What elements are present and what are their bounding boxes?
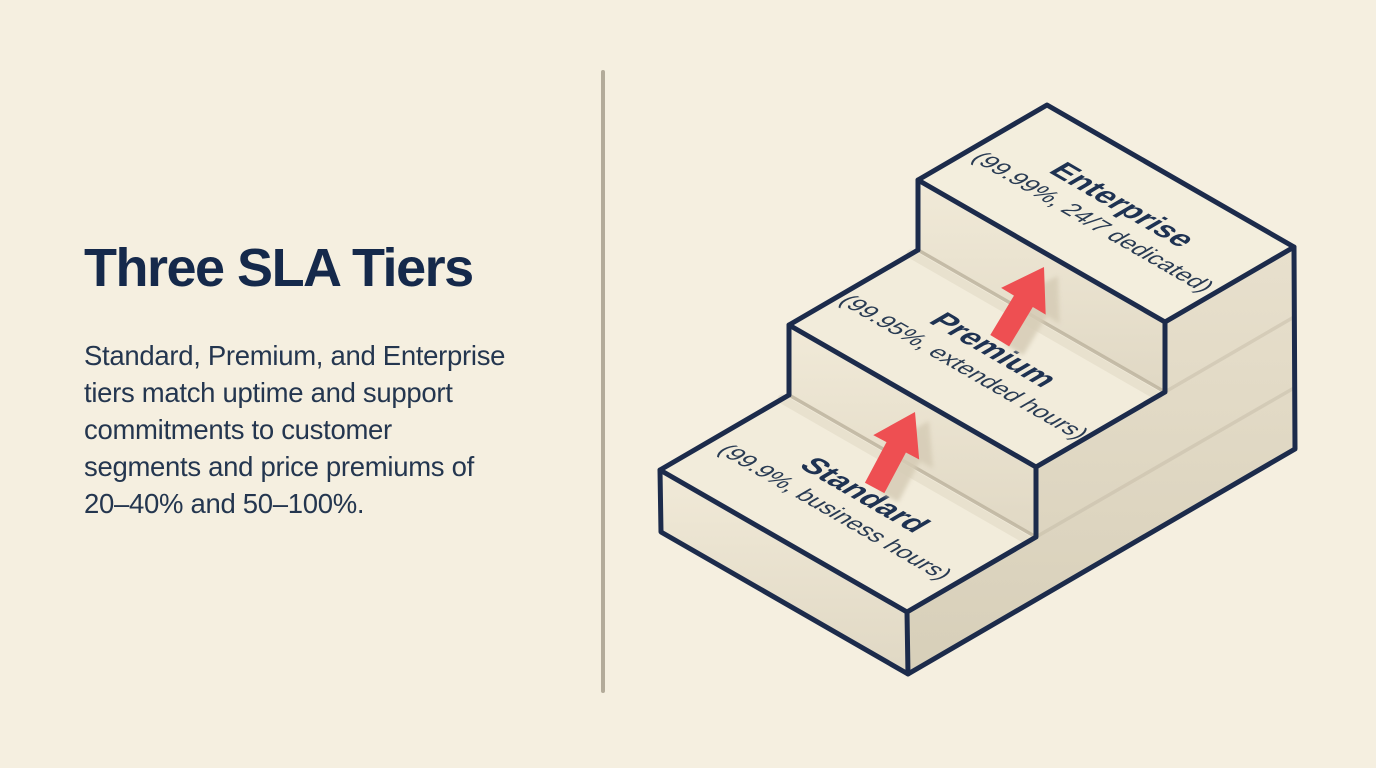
description-paragraph: Standard, Premium, and Enterprise tiers … bbox=[84, 337, 584, 522]
vertical-divider bbox=[601, 70, 605, 693]
enterprise-tread-face bbox=[918, 105, 1294, 322]
page-title: Three SLA Tiers bbox=[84, 238, 474, 298]
up-arrow-icon bbox=[864, 412, 920, 494]
staircase-base-front-face bbox=[660, 470, 908, 674]
staircase-right-face bbox=[907, 247, 1295, 674]
description-line: 20–40% and 50–100%. bbox=[84, 487, 365, 519]
description-line: tiers match uptime and support bbox=[84, 376, 453, 408]
description-line: segments and price premiums of bbox=[84, 450, 474, 482]
standard-tread-face bbox=[660, 395, 1036, 612]
description-line: commitments to customer bbox=[84, 413, 392, 445]
description-line: Standard, Premium, and Enterprise bbox=[84, 339, 506, 371]
staircase-outline-edges bbox=[657, 102, 1298, 677]
up-arrow-standard-to-premium bbox=[864, 412, 934, 503]
text-panel: Three SLA Tiers Standard, Premium, and E… bbox=[84, 240, 584, 522]
up-arrow-icon bbox=[990, 267, 1046, 347]
premium-tread-face bbox=[789, 250, 1165, 467]
up-arrow-premium-to-enterprise bbox=[990, 267, 1060, 356]
